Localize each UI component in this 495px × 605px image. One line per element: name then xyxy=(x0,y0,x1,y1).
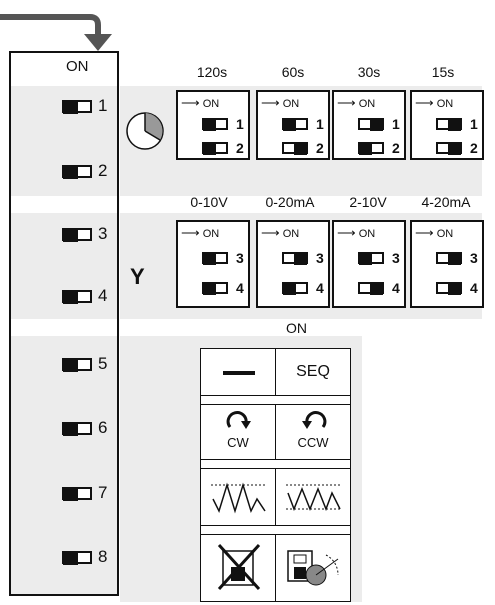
waveform-limited-icon xyxy=(286,484,342,512)
signal-setting-2-10v: ⟶ ON 3 4 xyxy=(332,220,406,308)
switch-6-label: 6 xyxy=(98,418,108,437)
manual-disabled-cell xyxy=(200,534,276,602)
dip-switch-8[interactable] xyxy=(62,551,92,565)
waveform-limited-cell xyxy=(275,468,351,526)
dip-switch-2[interactable] xyxy=(62,165,92,179)
cw-rotation-icon xyxy=(226,411,251,429)
switch-4-label: 4 xyxy=(98,286,108,305)
timing-header-120s: 120s xyxy=(196,64,228,80)
y-output-label: Y xyxy=(130,264,145,289)
dip-switch-1[interactable] xyxy=(62,100,92,114)
seq-label: SEQ xyxy=(296,363,330,380)
dip-switch-5[interactable] xyxy=(62,358,92,372)
mode-normal-cell xyxy=(200,348,276,396)
switch-2-label: 2 xyxy=(98,161,108,180)
direction-ccw-cell: CCW xyxy=(275,404,351,460)
waveform-full-cell xyxy=(200,468,276,526)
dip-switch-panel xyxy=(9,51,119,596)
switch-1-label: 1 xyxy=(98,96,108,115)
timing-header-60s: 60s xyxy=(281,64,305,80)
dip-switch-7[interactable] xyxy=(62,487,92,501)
manual-enabled-cell xyxy=(275,534,351,602)
timing-setting-120s: ⟶ ON 1 2 xyxy=(176,90,250,160)
signal-header-0-20ma: 0-20mA xyxy=(265,194,315,210)
mode-seq-cell: SEQ xyxy=(275,348,351,396)
function-grid: SEQ CW CCW xyxy=(200,348,362,602)
switch-3-label: 3 xyxy=(98,224,108,243)
timing-setting-60s: ⟶ ON 1 2 xyxy=(256,90,330,160)
dip-switch-6[interactable] xyxy=(62,422,92,436)
switch-5-label: 5 xyxy=(98,354,108,373)
ccw-rotation-icon xyxy=(302,411,327,429)
dash-icon xyxy=(223,371,255,375)
signal-setting-4-20ma: ⟶ ON 3 4 xyxy=(410,220,484,308)
ccw-label: CCW xyxy=(297,435,329,450)
signal-header-2-10v: 2-10V xyxy=(349,194,387,210)
signal-setting-0-20ma: ⟶ ON 3 4 xyxy=(256,220,330,308)
switch-8-label: 8 xyxy=(98,547,108,566)
direction-cw-cell: CW xyxy=(200,404,276,460)
timing-setting-30s: ⟶ ON 1 2 xyxy=(332,90,406,160)
function-on-label: ON xyxy=(286,320,307,336)
signal-setting-0-10v: ⟶ ON 3 4 xyxy=(176,220,250,308)
disabled-actuator-icon xyxy=(217,543,261,591)
waveform-icon xyxy=(211,482,267,514)
dip-switch-3[interactable] xyxy=(62,228,92,242)
signal-header-4-20ma: 4-20mA xyxy=(421,194,471,210)
dip-switch-4[interactable] xyxy=(62,290,92,304)
timing-setting-15s: ⟶ ON 1 2 xyxy=(410,90,484,160)
actuator-adjust-icon xyxy=(287,550,339,586)
panel-on-label: ON xyxy=(66,58,89,75)
cw-label: CW xyxy=(227,435,249,450)
clock-icon xyxy=(126,112,164,150)
switch-7-label: 7 xyxy=(98,483,108,502)
timing-header-30s: 30s xyxy=(357,64,381,80)
signal-header-0-10v: 0-10V xyxy=(190,194,228,210)
timing-header-15s: 15s xyxy=(431,64,455,80)
